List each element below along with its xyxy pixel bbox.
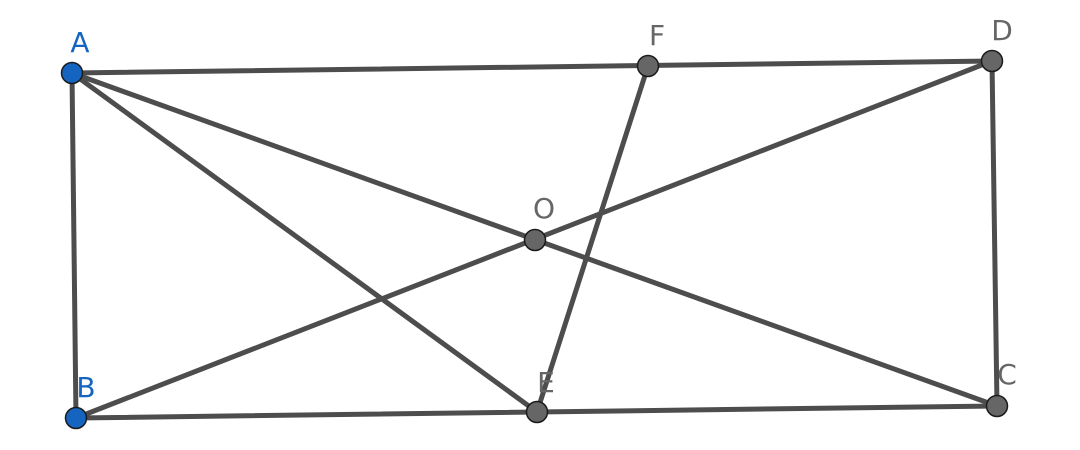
point-label-o: O [533,192,555,225]
point-a[interactable] [60,61,84,85]
points-layer [60,49,1009,430]
segment-ae[interactable] [69,70,540,415]
point-f[interactable] [636,54,660,78]
segment-ad[interactable] [69,58,995,76]
point-d[interactable] [980,49,1004,73]
point-label-b: B [76,371,95,404]
labels-layer: A B C D E F O [70,14,1016,404]
point-label-d: D [991,14,1013,47]
point-c[interactable] [985,394,1009,418]
point-o[interactable] [523,228,547,252]
point-label-c: C [997,358,1017,391]
point-label-a: A [70,26,89,59]
segment-ba[interactable] [69,70,79,421]
point-label-f: F [649,19,665,52]
point-label-e: E [537,366,555,399]
point-e[interactable] [525,400,549,424]
segment-dc[interactable] [989,58,1000,409]
point-b[interactable] [64,406,88,430]
segment-ef[interactable] [534,63,651,415]
